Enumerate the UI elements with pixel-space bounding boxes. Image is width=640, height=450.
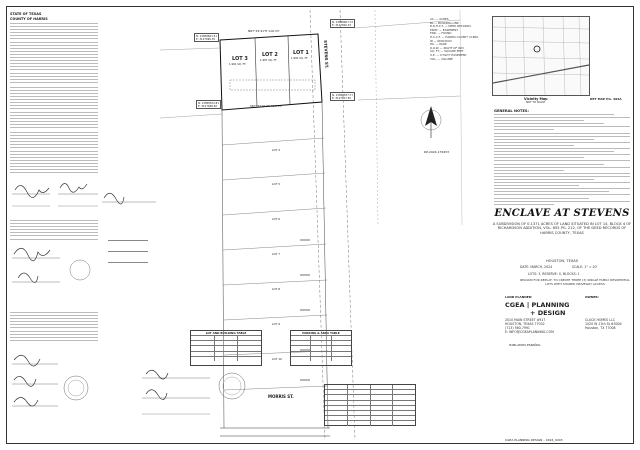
lot-3-area: 1,991 SQ. FT. <box>229 63 247 66</box>
notary-text-block <box>10 220 98 242</box>
legend-item: FND. — FOUND <box>430 31 452 36</box>
coord-box-nw: N: 13858601.51 E: 3127696.35 <box>194 33 219 42</box>
owner-signature-block <box>12 183 98 207</box>
firm-footer: CGEA PLANNING DESIGN – 0024_0003 <box>505 438 563 442</box>
planner-label: LAND PLANNER: <box>505 295 533 299</box>
firm-name-line1: CGEA | PLANNING <box>505 301 570 309</box>
block-lot-label: LOT 10 <box>272 357 282 361</box>
firm-name-line2: + DESIGN <box>530 309 566 317</box>
lot-table-title: LOT AND BUILDING TABLE <box>191 331 261 336</box>
signature-date-lines <box>108 240 148 265</box>
block-lot-label: LOT 4 <box>272 148 281 152</box>
vicinity-map-label: Vicinity Map <box>524 97 548 101</box>
firm-address: 2010 MAIN STREET #917 HOUSTON, TEXAS 770… <box>505 318 554 334</box>
lot-building-table: LOT AND BUILDING TABLE <box>190 330 262 366</box>
block-lot-label: LOT 9 <box>272 322 281 326</box>
plat-title: ENCLAVE AT STEVENS <box>494 208 630 219</box>
commission-signature-block <box>142 369 246 415</box>
vicinity-map-scale: NOT TO SCALE <box>526 101 546 104</box>
bearing-top: N87°32'41"E 116.33' <box>248 29 280 33</box>
legend-item: AC. — ACRES <box>430 17 449 21</box>
footer-spanish: HABLAMOS ESPAÑOL <box>509 343 541 347</box>
north-arrow-icon <box>420 106 442 138</box>
sheet-border <box>6 6 634 444</box>
legend-item: R.O.W. — RIGHT OF WAY <box>430 45 464 50</box>
morris-street-label: MORRIS ST. <box>268 394 294 399</box>
notary-signature-block <box>12 247 91 283</box>
planning-signature-block <box>12 354 89 407</box>
county-heading: COUNTY OF HARRIS <box>10 17 48 21</box>
plat-scale: SCALE: 1" = 20' <box>572 265 598 269</box>
vicinity-map-drawing <box>493 17 589 95</box>
general-notes-list <box>494 114 630 207</box>
bearing-bottom: S87°32'41"W 116.33' <box>250 104 283 108</box>
lot-3-label: LOT 3 <box>232 56 248 62</box>
block-lot-label: LOT 5 <box>272 182 281 186</box>
state-heading: STATE OF TEXAS <box>10 12 42 16</box>
coord-box-ne: N: 13858607.72 E: 3127820.33 <box>330 19 355 28</box>
approval-lines <box>102 192 156 205</box>
plat-subtitle: A SUBDIVISION OF 0.1371 ACRES OF LAND SI… <box>492 222 632 235</box>
owner-address: CLUCK HOMES LLC 1020 W 11th St #5004 Hou… <box>585 318 622 330</box>
legend-item: BL — BUILDING LINE <box>430 20 459 25</box>
legend-item: U.E. — UTILITY EASEMENT <box>430 52 467 57</box>
lot-1-area: 1,992 SQ. FT. <box>291 57 309 60</box>
notes-heading: GENERAL NOTES: <box>494 109 529 113</box>
coord-box-sw: N: 13858552.81 E: 3127698.82 <box>196 100 221 109</box>
owner-label: OWNER: <box>585 295 599 299</box>
line-table-title: PARKING & AREA TABLE <box>291 331 351 336</box>
replat-reason: REASON FOR REPLAT: TO CREATE THREE (3) S… <box>520 278 630 286</box>
plat-lots-summary: LOTS: 3, RESERVE: 0, BLOCKS: 1 <box>528 272 580 276</box>
legend-item: IR — IRON ROD <box>430 38 452 43</box>
block-lot-label: LOT 8 <box>272 287 281 291</box>
dedication-text-block <box>10 23 98 175</box>
lot-2-label: LOT 2 <box>262 52 278 58</box>
abbreviation-legend: AC. — ACRES BL — BUILDING LINE D.R.H.C.T… <box>430 17 490 61</box>
legend-item: ESMT. — EASEMENT <box>430 27 458 32</box>
legend-item: PG. — PAGE <box>430 42 447 47</box>
block-lot-label: LOT 7 <box>272 252 281 256</box>
legend-item: H.C.C.F. — HARRIS COUNTY CLERK <box>430 34 479 39</box>
parking-area-table: PARKING & AREA TABLE <box>290 330 352 366</box>
plat-location: HOUSTON, TEXAS <box>545 259 579 263</box>
block-lot-label: LOT 6 <box>272 217 281 221</box>
legend-item: VOL. — VOLUME <box>430 56 453 61</box>
lot-2-area: 1,987 SQ. FT. <box>260 59 278 62</box>
lot-1-label: LOT 1 <box>293 50 309 56</box>
legend-item: D.R.H.C.T. — DEED RECORDS <box>430 24 471 29</box>
legend-item: SQ. FT. — SQUARE FEET <box>430 49 464 54</box>
plat-date: DATE: MARCH, 2024 <box>520 265 553 269</box>
rp-number: RP-2024-176453 <box>424 150 450 154</box>
plat-drawing <box>160 10 463 440</box>
vicinity-map <box>492 16 590 96</box>
coord-box-se: N: 13858557.77 E: 3127817.81 <box>330 92 355 101</box>
key-map-label: KEY MAP PG. 494A <box>590 97 622 101</box>
planning-text-block <box>10 312 98 343</box>
curve-table <box>324 384 416 426</box>
